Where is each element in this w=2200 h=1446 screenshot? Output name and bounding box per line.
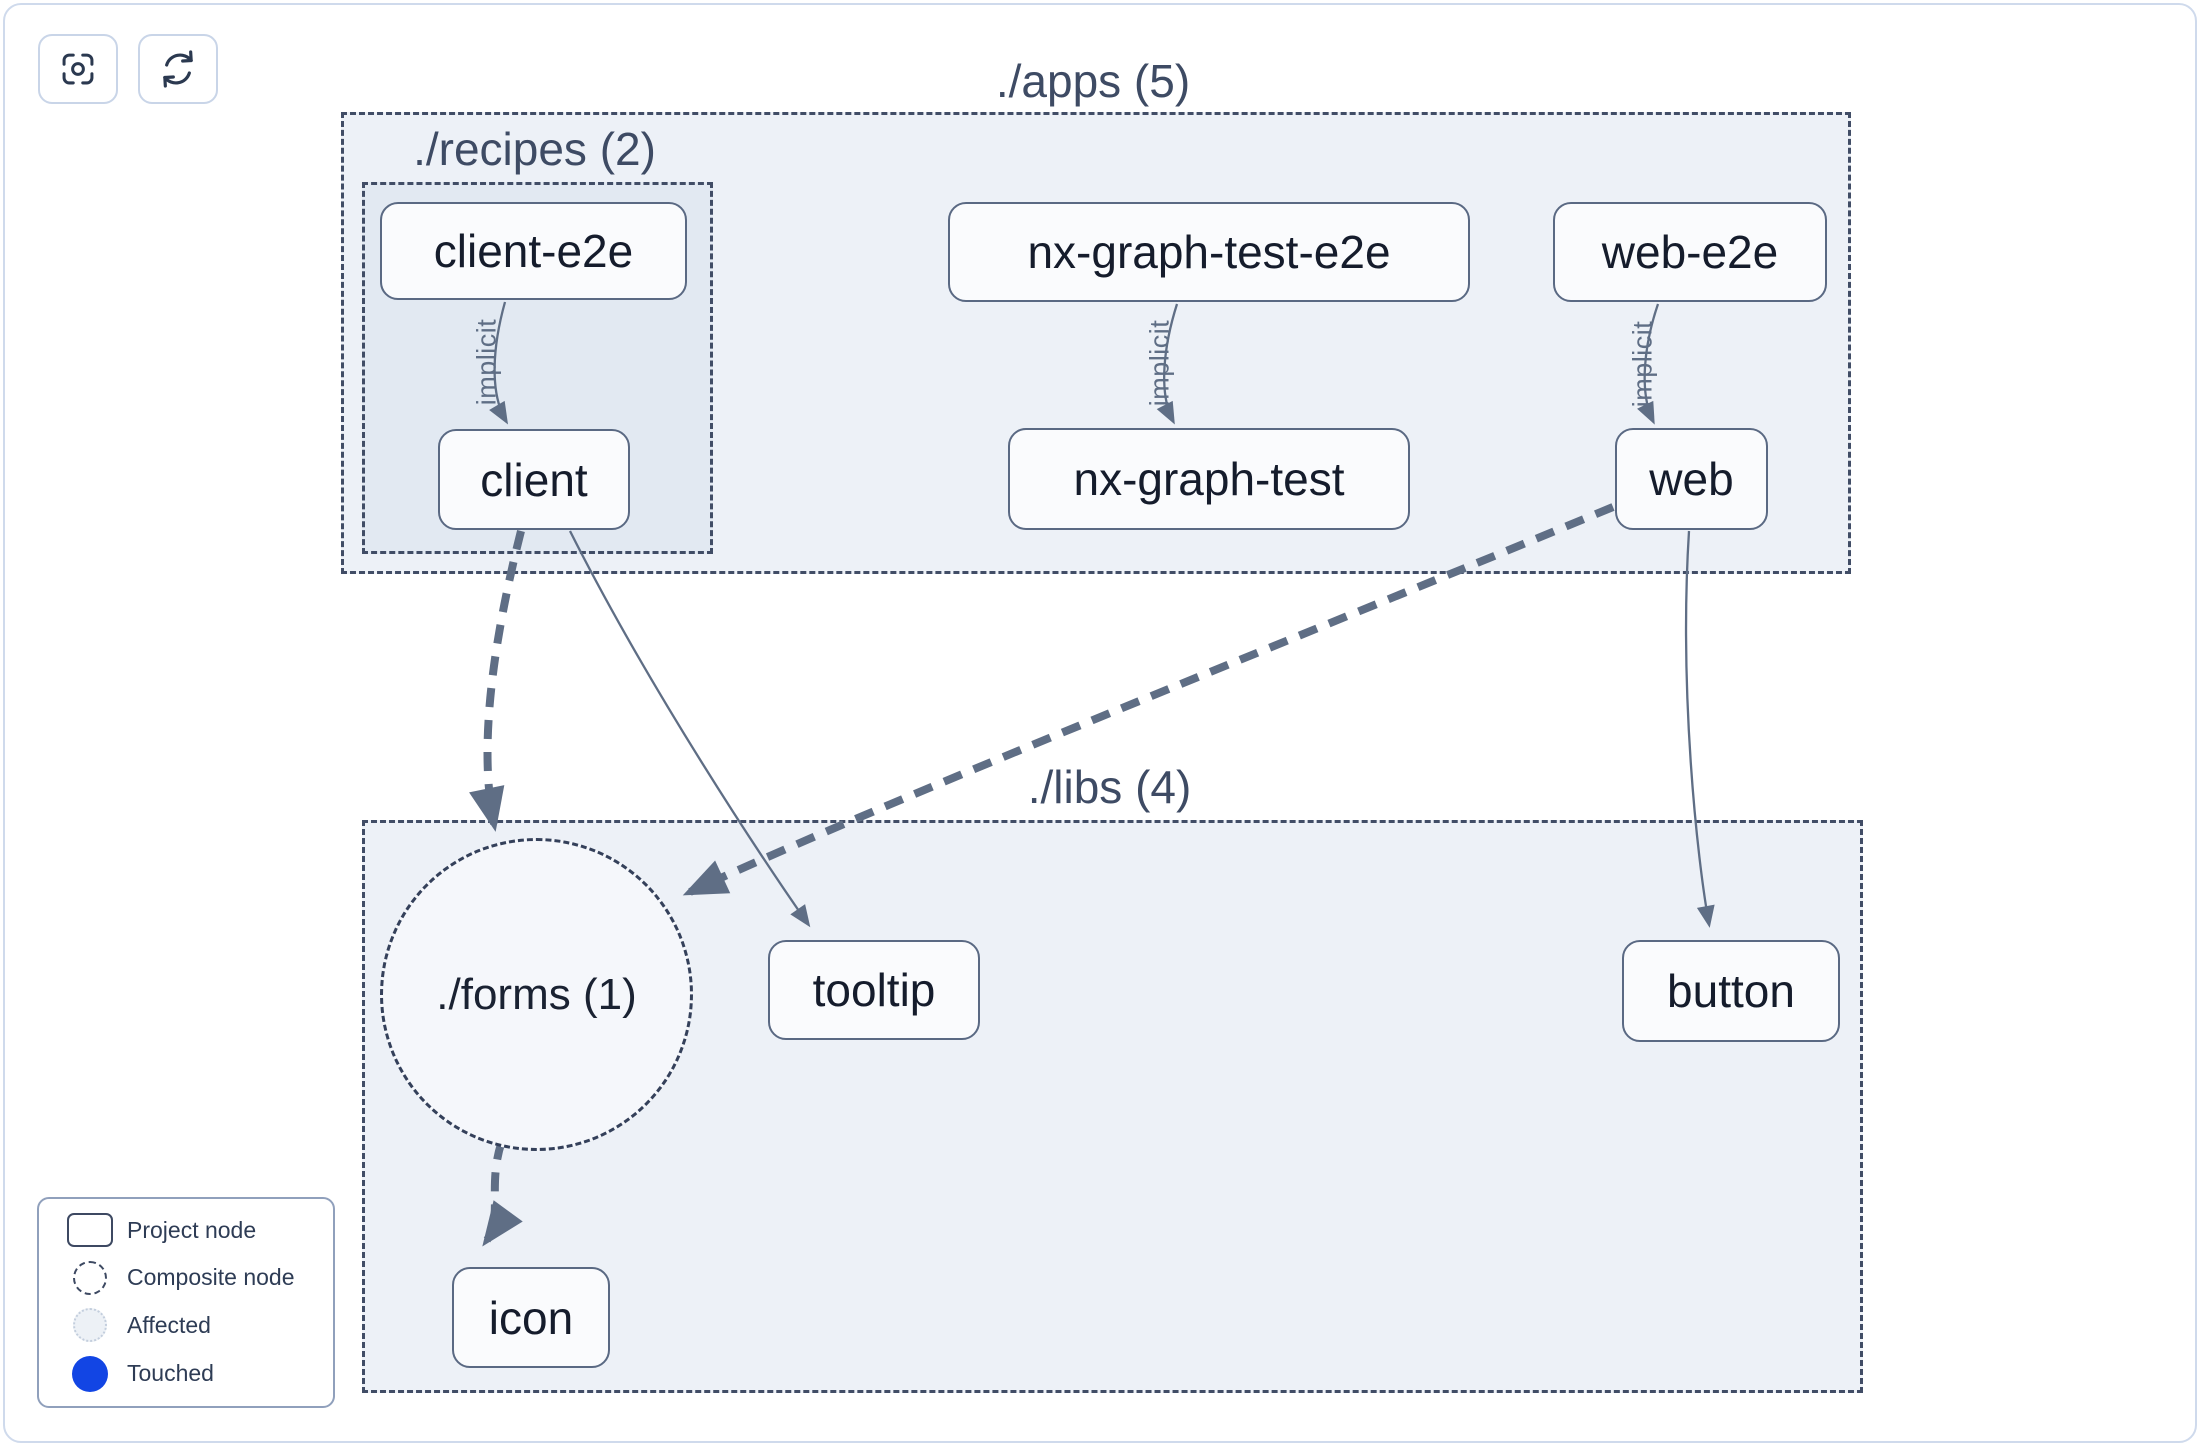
project-node-tooltip[interactable]: tooltip xyxy=(768,940,980,1040)
legend-item-affected: Affected xyxy=(53,1308,319,1343)
project-node-button[interactable]: button xyxy=(1622,940,1840,1042)
reset-focus-button[interactable] xyxy=(38,34,118,104)
project-node-icon[interactable]: icon xyxy=(452,1267,610,1368)
affected-swatch xyxy=(73,1308,107,1343)
edge-label-implicit: implicit xyxy=(1627,320,1658,408)
legend-item-composite-node: Composite node xyxy=(53,1260,319,1295)
project-node-client-e2e[interactable]: client-e2e xyxy=(380,202,687,300)
group-libs-title[interactable]: ./libs (4) xyxy=(1027,761,1192,813)
focus-icon xyxy=(62,53,94,85)
touched-swatch xyxy=(72,1355,108,1392)
edge-label-implicit: implicit xyxy=(1144,319,1175,407)
legend-item-touched: Touched xyxy=(53,1355,319,1392)
legend-label: Affected xyxy=(127,1311,211,1338)
legend-item-project-node: Project node xyxy=(53,1213,319,1247)
composite-node-forms[interactable]: ./forms (1) xyxy=(380,838,693,1151)
project-node-nx-graph-test-e2e[interactable]: nx-graph-test-e2e xyxy=(948,202,1470,302)
composite-node-forms-label: ./forms (1) xyxy=(436,969,637,1019)
edge-label-implicit: implicit xyxy=(471,318,502,406)
refresh-button[interactable] xyxy=(138,34,218,104)
legend-label: Touched xyxy=(127,1360,214,1387)
project-node-swatch xyxy=(67,1213,113,1247)
group-recipes-title[interactable]: ./recipes (2) xyxy=(413,123,656,175)
project-node-web-e2e[interactable]: web-e2e xyxy=(1553,202,1827,302)
legend: Project node Composite node Affected Tou… xyxy=(37,1197,335,1408)
project-node-client[interactable]: client xyxy=(438,429,630,530)
refresh-icon xyxy=(163,50,193,88)
project-node-web[interactable]: web xyxy=(1615,428,1768,530)
composite-node-swatch xyxy=(73,1260,107,1295)
project-node-nx-graph-test[interactable]: nx-graph-test xyxy=(1008,428,1410,530)
legend-label: Project node xyxy=(127,1216,257,1243)
legend-label: Composite node xyxy=(127,1264,295,1291)
group-apps-title[interactable]: ./apps (5) xyxy=(995,55,1191,107)
toolbar xyxy=(38,34,218,104)
